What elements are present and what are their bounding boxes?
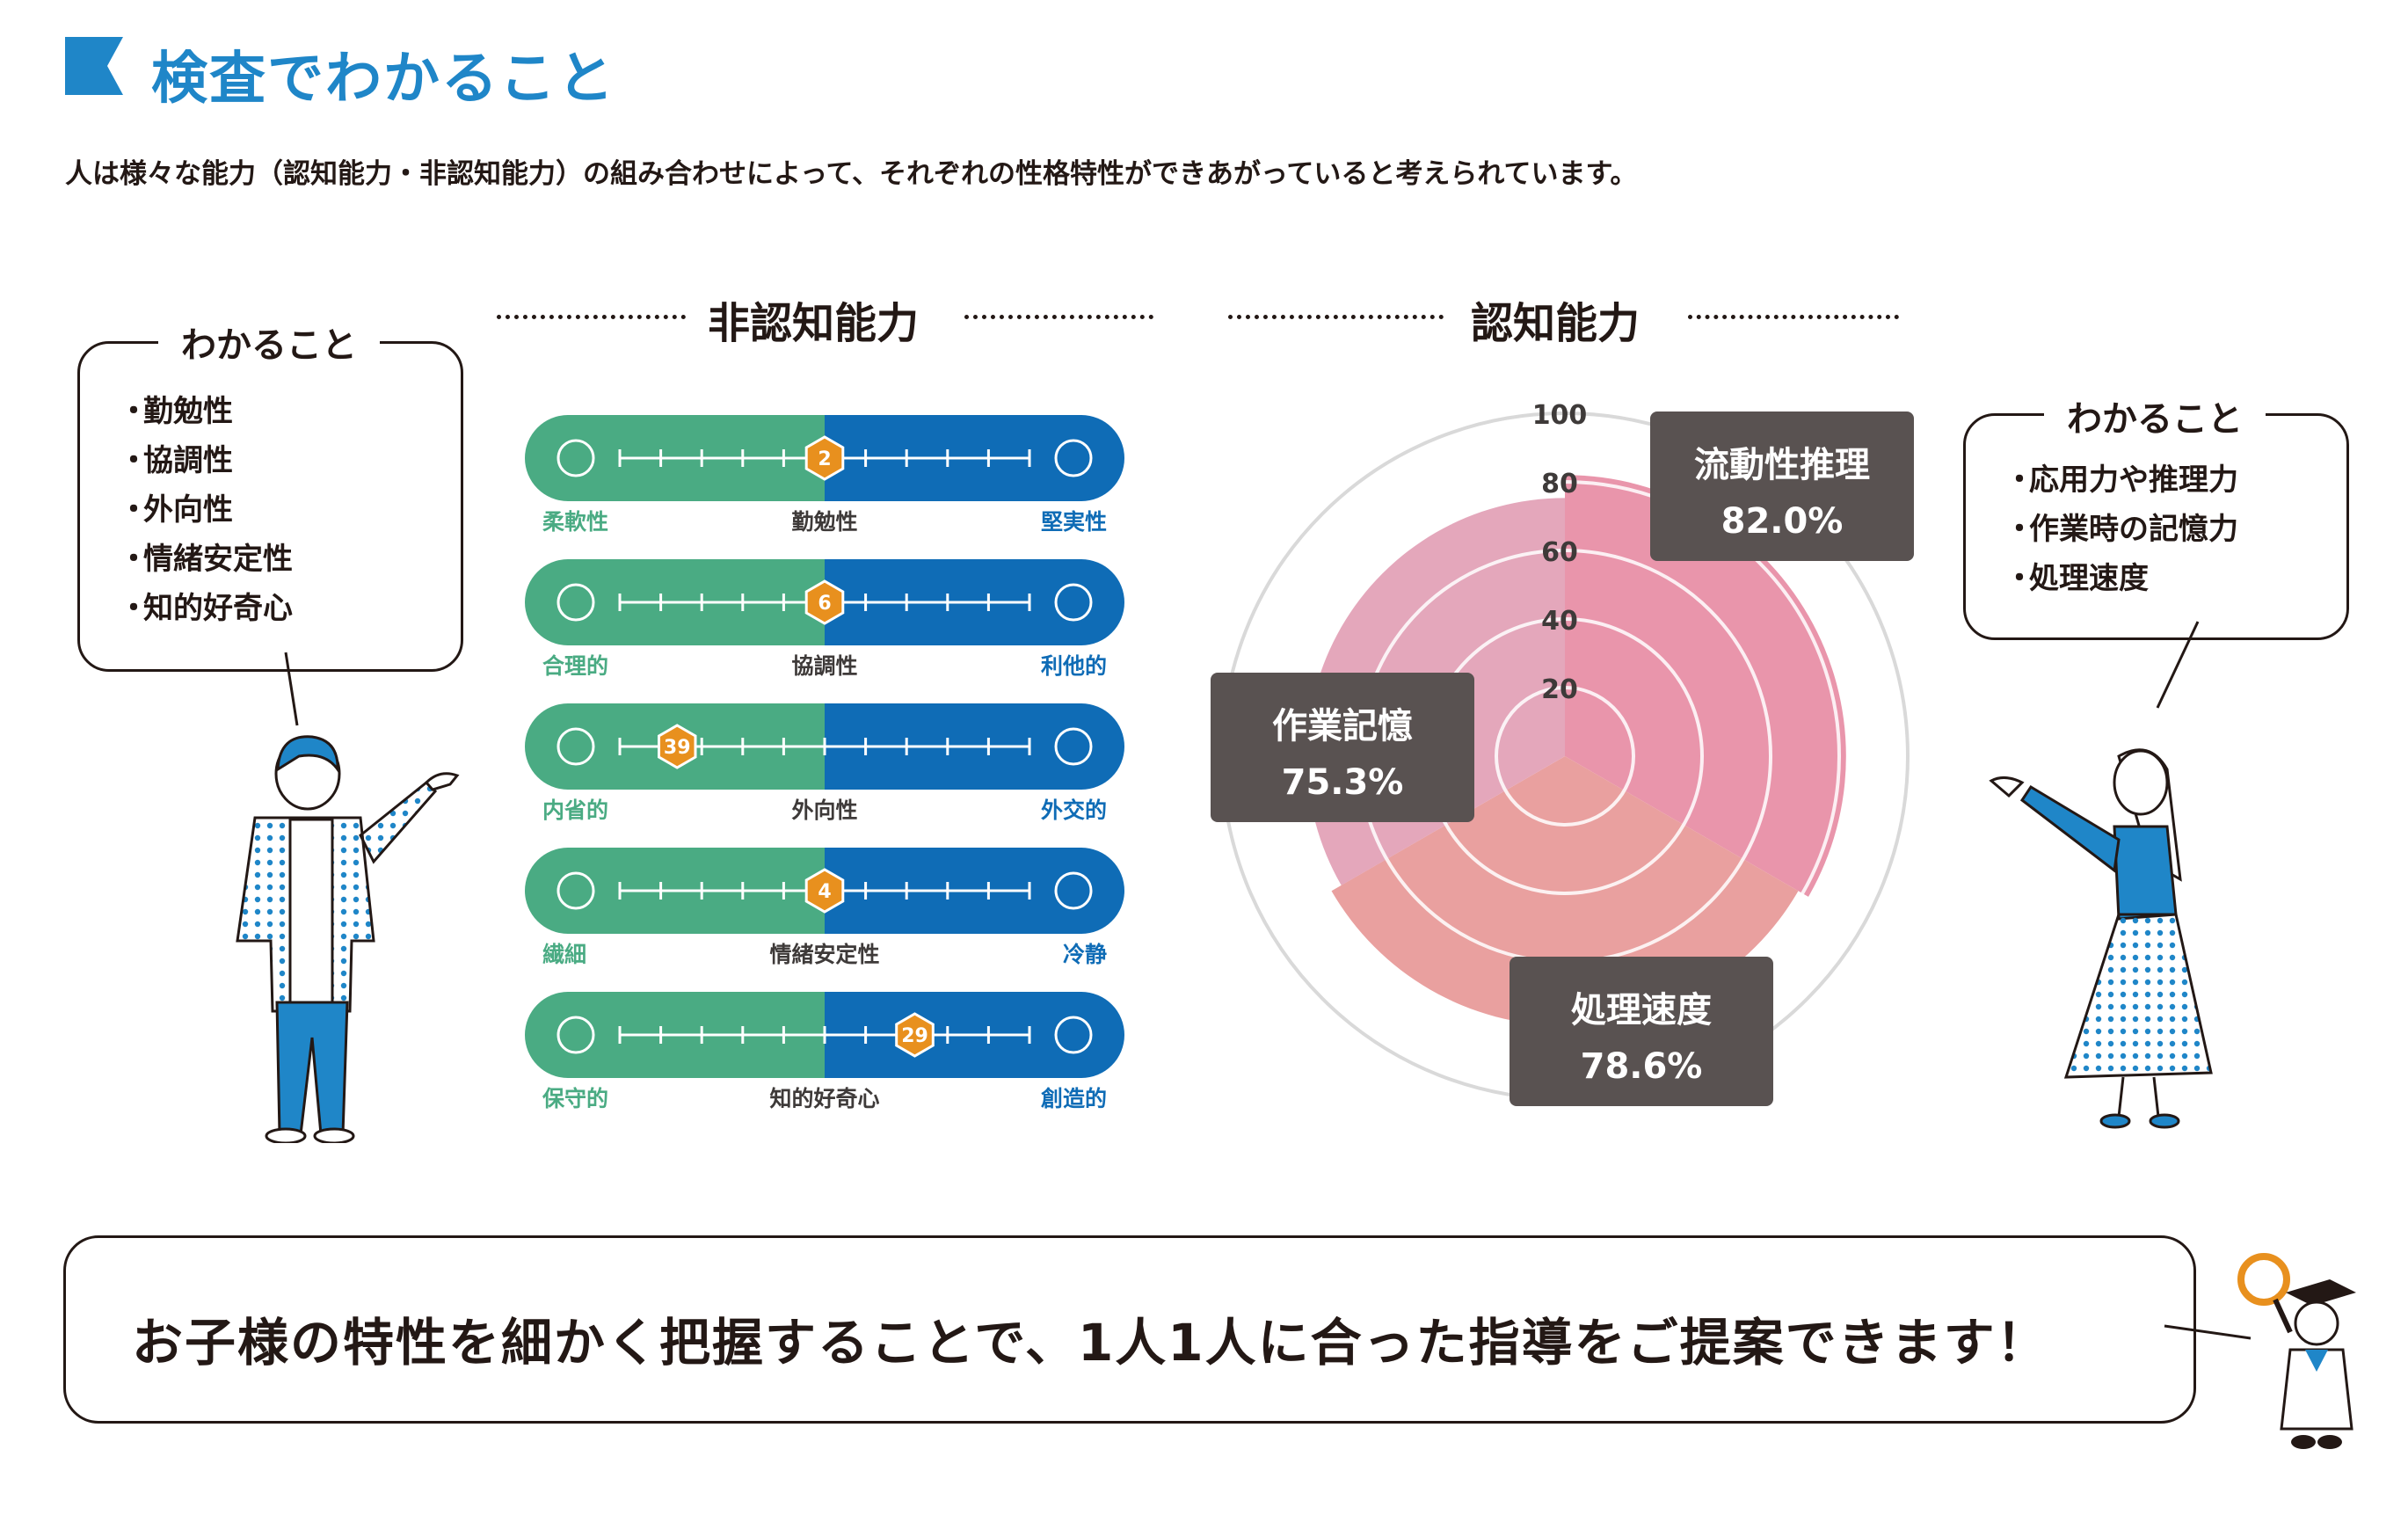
intro-text: 人は様々な能力（認知能力・非認知能力）の組み合わせによって、それぞれの性格特性が… — [65, 158, 1638, 190]
lightbulb-icon — [557, 439, 595, 477]
calendar-clock-icon — [557, 871, 595, 910]
page-title: 検査でわかること — [151, 47, 615, 112]
polar-tick-label: 40 — [1541, 606, 1578, 637]
list-item: ・応用力や推理力 — [2004, 463, 2238, 498]
divider-dots — [497, 315, 686, 319]
scale-marker-value: 2 — [818, 448, 831, 470]
scale-left-label: 内省的 — [542, 798, 609, 823]
calm-head-icon — [1054, 871, 1093, 910]
scale-track: 4 — [557, 868, 1093, 914]
scale-marker-value: 4 — [818, 881, 831, 903]
polar-tick-label: 60 — [1541, 537, 1578, 568]
gears-icon — [557, 583, 595, 622]
scale-bar: 6 — [525, 559, 1124, 645]
scale-marker — [895, 1012, 935, 1058]
summary-banner — [63, 1235, 2196, 1424]
noncognitive-list: ・勤勉性 ・協調性 ・外向性 ・情緒安定性 ・知的好奇心 — [119, 387, 293, 633]
list-item: ・知的好奇心 — [119, 591, 293, 626]
scale-bar: 2 — [525, 415, 1124, 501]
scale-left-label: 繊細 — [542, 942, 587, 967]
scale-marker-value: 29 — [901, 1025, 928, 1047]
scale-labels: 合理的 協調性 利他的 — [525, 649, 1124, 684]
magnifier-person-icon — [1054, 1016, 1093, 1054]
polar-label-fluid-reasoning: 流動性推理 82.0% — [1650, 412, 1914, 561]
bubble-title: わかること — [2044, 390, 2266, 441]
man-pointing-illustration — [236, 735, 460, 1143]
scale-right-label: 冷静 — [1062, 942, 1107, 967]
banner-pointer — [2164, 1324, 2252, 1340]
scale-center-label: 協調性 — [791, 653, 858, 679]
scale-center-label: 外向性 — [791, 798, 858, 823]
bubble-title: わかること — [158, 317, 380, 368]
scale-3: 4 繊細 情緒安定性 冷静 — [525, 848, 1124, 972]
scale-marker — [804, 579, 845, 625]
scale-labels: 保守的 知的好奇心 創造的 — [525, 1082, 1124, 1117]
scale-track: 6 — [557, 579, 1093, 625]
ruler-triangle-icon — [1054, 439, 1093, 477]
divider-dots — [1228, 315, 1444, 319]
scale-bar: 39 — [525, 703, 1124, 790]
noncognitive-bubble — [77, 341, 463, 672]
polar-label-processing-speed: 処理速度 78.6% — [1510, 957, 1773, 1106]
header-flag-icon — [65, 37, 123, 95]
scale-marker — [804, 435, 845, 481]
scale-marker-value: 39 — [664, 737, 691, 759]
scale-left-label: 柔軟性 — [542, 509, 609, 535]
divider-dots — [1688, 315, 1899, 319]
polar-ring — [1495, 686, 1635, 827]
scale-labels: 繊細 情緒安定性 冷静 — [525, 937, 1124, 972]
scale-left-label: 保守的 — [542, 1086, 609, 1111]
scale-2: 39 内省的 外向性 外交的 — [525, 703, 1124, 828]
road-icon — [557, 1016, 595, 1054]
polar-label-working-memory: 作業記憶 75.3% — [1211, 673, 1474, 822]
scale-center-label: 知的好奇心 — [769, 1086, 880, 1111]
scale-0: 2 柔軟性 勤勉性 堅実性 — [525, 415, 1124, 540]
thinking-head-icon — [557, 727, 595, 766]
graduate-magnifier-illustration — [2237, 1253, 2356, 1449]
list-item: ・勤勉性 — [119, 394, 233, 429]
cognitive-title: 認知能力 — [1471, 299, 1640, 348]
speaking-head-icon — [1054, 727, 1093, 766]
summary-text: お子様の特性を細かく把握することで、1人1人に合った指導をご提案できます！ — [132, 1313, 2049, 1373]
scale-bar: 4 — [525, 848, 1124, 934]
scale-marker — [804, 868, 845, 914]
cognitive-list: ・応用力や推理力 ・作業時の記憶力 ・処理速度 — [2004, 455, 2238, 603]
noncognitive-title: 非認知能力 — [708, 299, 920, 348]
list-item: ・作業時の記憶力 — [2004, 512, 2238, 547]
scale-marker-value: 6 — [818, 593, 831, 615]
scale-right-label: 創造的 — [1040, 1086, 1107, 1111]
polar-tick-label: 100 — [1532, 400, 1588, 431]
scale-right-label: 外交的 — [1040, 798, 1107, 823]
scale-right-label: 利他的 — [1040, 653, 1107, 679]
scale-1: 6 合理的 協調性 利他的 — [525, 559, 1124, 684]
polar-tick-label: 80 — [1541, 469, 1578, 499]
bubble-pointer — [2156, 621, 2200, 709]
scale-center-label: 情緒安定性 — [769, 942, 880, 967]
scale-labels: 内省的 外向性 外交的 — [525, 793, 1124, 828]
divider-dots — [964, 315, 1153, 319]
handshake-icon — [1054, 583, 1093, 622]
scale-right-label: 堅実性 — [1040, 509, 1107, 535]
scale-track: 2 — [557, 435, 1093, 481]
scale-track: 39 — [557, 724, 1093, 769]
scale-bar: 29 — [525, 992, 1124, 1078]
scale-track: 29 — [557, 1012, 1093, 1058]
list-item: ・情緒安定性 — [119, 542, 293, 577]
polar-tick-label: 20 — [1541, 674, 1578, 705]
scale-center-label: 勤勉性 — [791, 509, 858, 535]
list-item: ・処理速度 — [2004, 561, 2149, 596]
scale-labels: 柔軟性 勤勉性 堅実性 — [525, 505, 1124, 540]
scale-marker — [658, 724, 697, 769]
cognitive-bubble — [1963, 413, 2349, 640]
bubble-pointer — [284, 652, 299, 726]
scale-left-label: 合理的 — [542, 653, 609, 679]
scale-4: 29 保守的 知的好奇心 創造的 — [525, 992, 1124, 1117]
list-item: ・協調性 — [119, 443, 233, 478]
woman-pointing-illustration — [1989, 748, 2213, 1129]
list-item: ・外向性 — [119, 492, 233, 528]
